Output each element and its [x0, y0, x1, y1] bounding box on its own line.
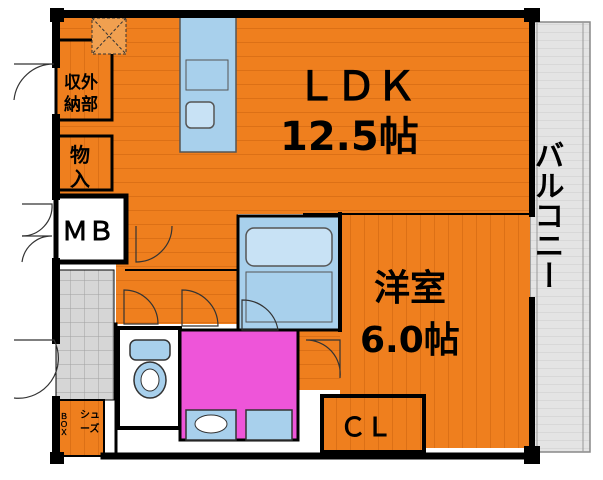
wall-posts [50, 8, 540, 464]
ldk-label: ＬＤＫ 12.5帖 [280, 64, 419, 160]
svg-text:ＢＯＸ: ＢＯＸ [60, 412, 69, 436]
svg-text:洋室: 洋室 [374, 268, 446, 309]
storage-label: 物 入 [70, 143, 90, 191]
ldk-floor [56, 18, 530, 324]
balcony-label: バルコニー [529, 140, 564, 290]
closet-label: ＣＬ [340, 413, 392, 443]
walls [52, 10, 536, 460]
entrance-floor [55, 269, 115, 401]
svg-text:物: 物 [70, 143, 90, 167]
meter-box-label: ＭＢ [62, 217, 114, 247]
door-swings [13, 63, 341, 399]
svg-text:納部: 納部 [64, 94, 98, 115]
toilet-room [116, 326, 182, 430]
exterior-storage-label: 収外 納部 [64, 72, 98, 115]
shoe-box-label: シュ ーズ ＢＯＸ [60, 409, 101, 436]
svg-text:入: 入 [70, 167, 90, 191]
svg-text:バルコニー: バルコニー [529, 140, 564, 290]
svg-text:6.0帖: 6.0帖 [360, 320, 460, 361]
bathroom [236, 214, 342, 332]
svg-text:シュ: シュ [80, 409, 100, 421]
balcony [529, 21, 591, 453]
refrigerator-space [91, 17, 127, 55]
svg-text:ＬＤＫ: ＬＤＫ [296, 64, 416, 110]
svg-text:12.5帖: 12.5帖 [280, 114, 419, 160]
svg-text:収外: 収外 [64, 72, 98, 93]
wash-room [178, 328, 300, 442]
shoe-box [57, 399, 105, 457]
svg-text:ーズ: ーズ [80, 422, 100, 435]
western-room-label: 洋室 6.0帖 [360, 268, 460, 361]
meter-box [53, 193, 129, 265]
closet [320, 394, 426, 454]
kitchen-counter [179, 15, 237, 153]
